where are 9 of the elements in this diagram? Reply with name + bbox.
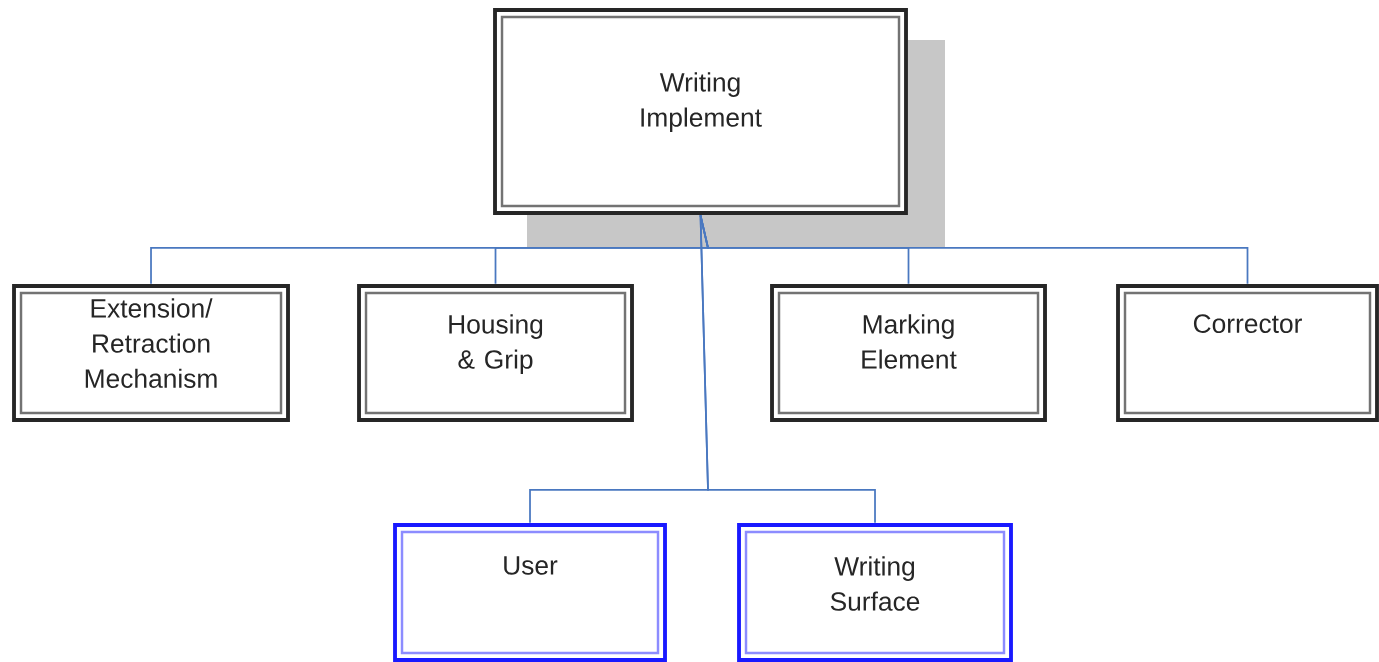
- component-box: Extension/ Retraction Mechanism: [12, 284, 290, 422]
- connector-line: [699, 214, 1249, 285]
- component-box: Housing & Grip: [357, 284, 634, 422]
- component-box: Writing Surface: [737, 523, 1013, 662]
- component-box: User: [393, 523, 667, 662]
- component-box: Writing Implement: [493, 8, 945, 248]
- component-box: Marking Element: [770, 284, 1047, 422]
- connector-line: [699, 214, 876, 524]
- component-box: Corrector: [1116, 284, 1379, 422]
